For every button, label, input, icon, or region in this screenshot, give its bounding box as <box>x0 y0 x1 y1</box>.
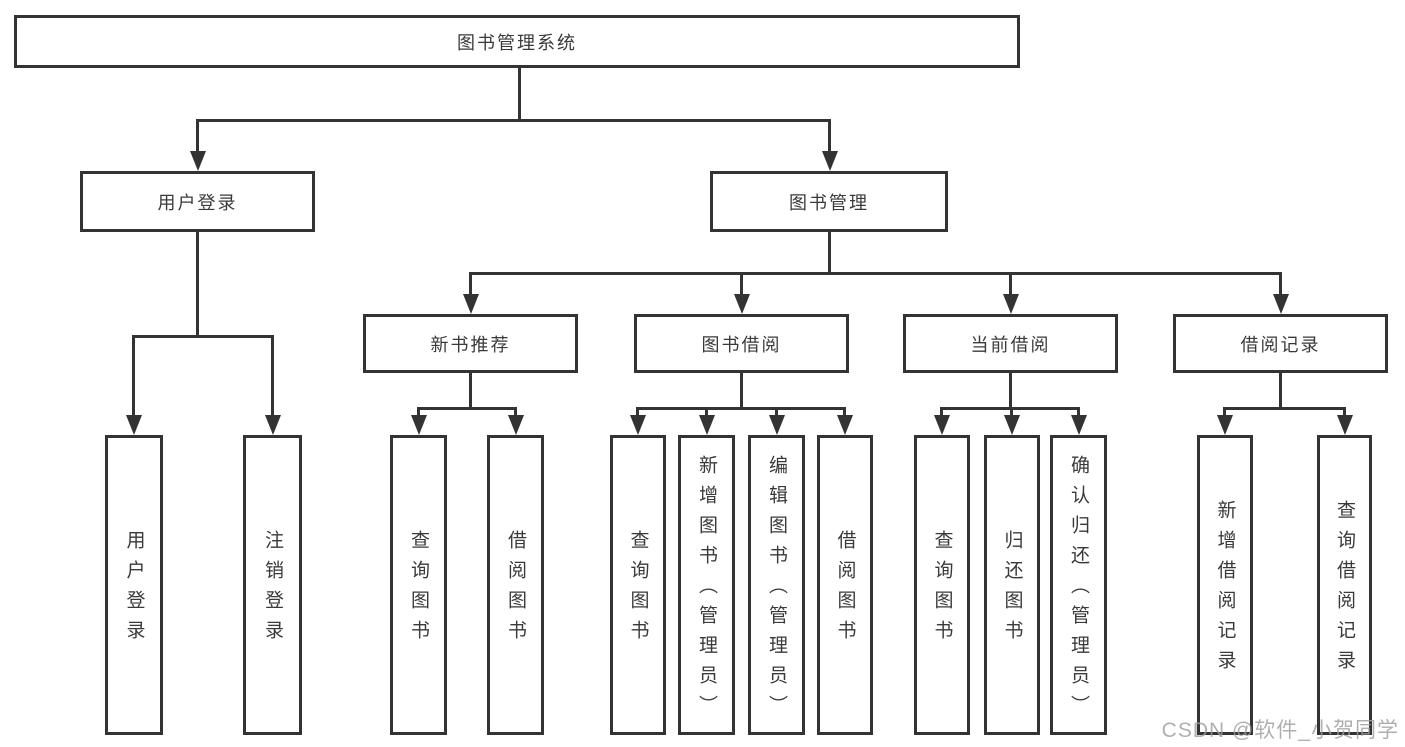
connector-line <box>1223 407 1346 410</box>
arrow-down-icon <box>411 415 427 435</box>
arrow-down-icon <box>934 415 950 435</box>
arrow-down-icon <box>822 151 838 171</box>
connector-line <box>775 407 778 421</box>
node-borrow-books-leaf: 借阅图书 <box>817 435 873 735</box>
arrow-down-icon <box>265 415 281 435</box>
connector-line <box>1009 272 1012 300</box>
connector-line <box>132 335 135 419</box>
arrow-down-icon <box>837 415 853 435</box>
node-query-books-recommend: 查询图书 <box>390 435 447 735</box>
connector-line <box>740 373 743 410</box>
arrow-down-icon <box>508 415 524 435</box>
arrow-down-icon <box>126 415 142 435</box>
arrow-down-icon <box>1337 415 1353 435</box>
watermark: CSDN @软件_小贺同学 <box>1161 719 1399 742</box>
connector-line <box>843 407 846 421</box>
node-borrow-books-recommend: 借阅图书 <box>487 435 544 735</box>
connector-line <box>636 407 639 421</box>
node-library-management-system: 图书管理系统 <box>14 15 1020 68</box>
arrow-down-icon <box>1003 294 1019 314</box>
connector-line <box>271 335 274 419</box>
node-user-login: 用户登录 <box>80 171 315 232</box>
arrow-down-icon <box>463 294 479 314</box>
arrow-down-icon <box>1273 294 1289 314</box>
arrow-down-icon <box>734 294 750 314</box>
connector-line <box>518 68 521 121</box>
node-edit-book-admin: 编辑图书（管理员） <box>748 435 805 735</box>
arrow-down-icon <box>1004 415 1020 435</box>
node-add-borrow-record: 新增借阅记录 <box>1197 435 1253 735</box>
connector-line <box>636 407 846 410</box>
connector-line <box>196 119 831 122</box>
node-query-borrow-record: 查询借阅记录 <box>1317 435 1372 735</box>
node-query-books-borrowing: 查询图书 <box>610 435 666 735</box>
node-user-login-leaf: 用户登录 <box>105 435 163 735</box>
connector-line <box>740 272 743 300</box>
connector-line <box>828 232 831 275</box>
node-confirm-return-admin: 确认归还（管理员） <box>1050 435 1107 735</box>
node-book-borrowing: 图书借阅 <box>634 314 849 373</box>
arrow-down-icon <box>1071 415 1087 435</box>
node-new-book-recommendation: 新书推荐 <box>363 314 578 373</box>
connector-line <box>1343 407 1346 421</box>
connector-line <box>940 407 943 421</box>
arrow-down-icon <box>769 415 785 435</box>
connector-line <box>1223 407 1226 421</box>
node-book-management: 图书管理 <box>710 171 948 232</box>
connector-line <box>705 407 708 421</box>
connector-line <box>196 232 199 338</box>
connector-line <box>1279 272 1282 300</box>
connector-line <box>417 407 517 410</box>
connector-line <box>1010 407 1013 421</box>
connector-line <box>514 407 517 421</box>
connector-line <box>469 272 1282 275</box>
node-query-books-current: 查询图书 <box>914 435 970 735</box>
node-current-borrowing: 当前借阅 <box>903 314 1118 373</box>
connector-line <box>1077 407 1080 421</box>
arrow-down-icon <box>1217 415 1233 435</box>
connector-line <box>1279 373 1282 410</box>
connector-line <box>1009 373 1012 410</box>
connector-line <box>132 335 274 338</box>
arrow-down-icon <box>190 151 206 171</box>
arrow-down-icon <box>630 415 646 435</box>
connector-line <box>469 373 472 410</box>
connector-line <box>828 119 831 155</box>
connector-line <box>469 272 472 300</box>
node-return-books: 归还图书 <box>984 435 1040 735</box>
arrow-down-icon <box>699 415 715 435</box>
node-borrowing-records: 借阅记录 <box>1173 314 1388 373</box>
connector-line <box>417 407 420 421</box>
node-logout-leaf: 注销登录 <box>243 435 302 735</box>
connector-line <box>196 119 199 155</box>
node-add-book-admin: 新增图书（管理员） <box>678 435 735 735</box>
